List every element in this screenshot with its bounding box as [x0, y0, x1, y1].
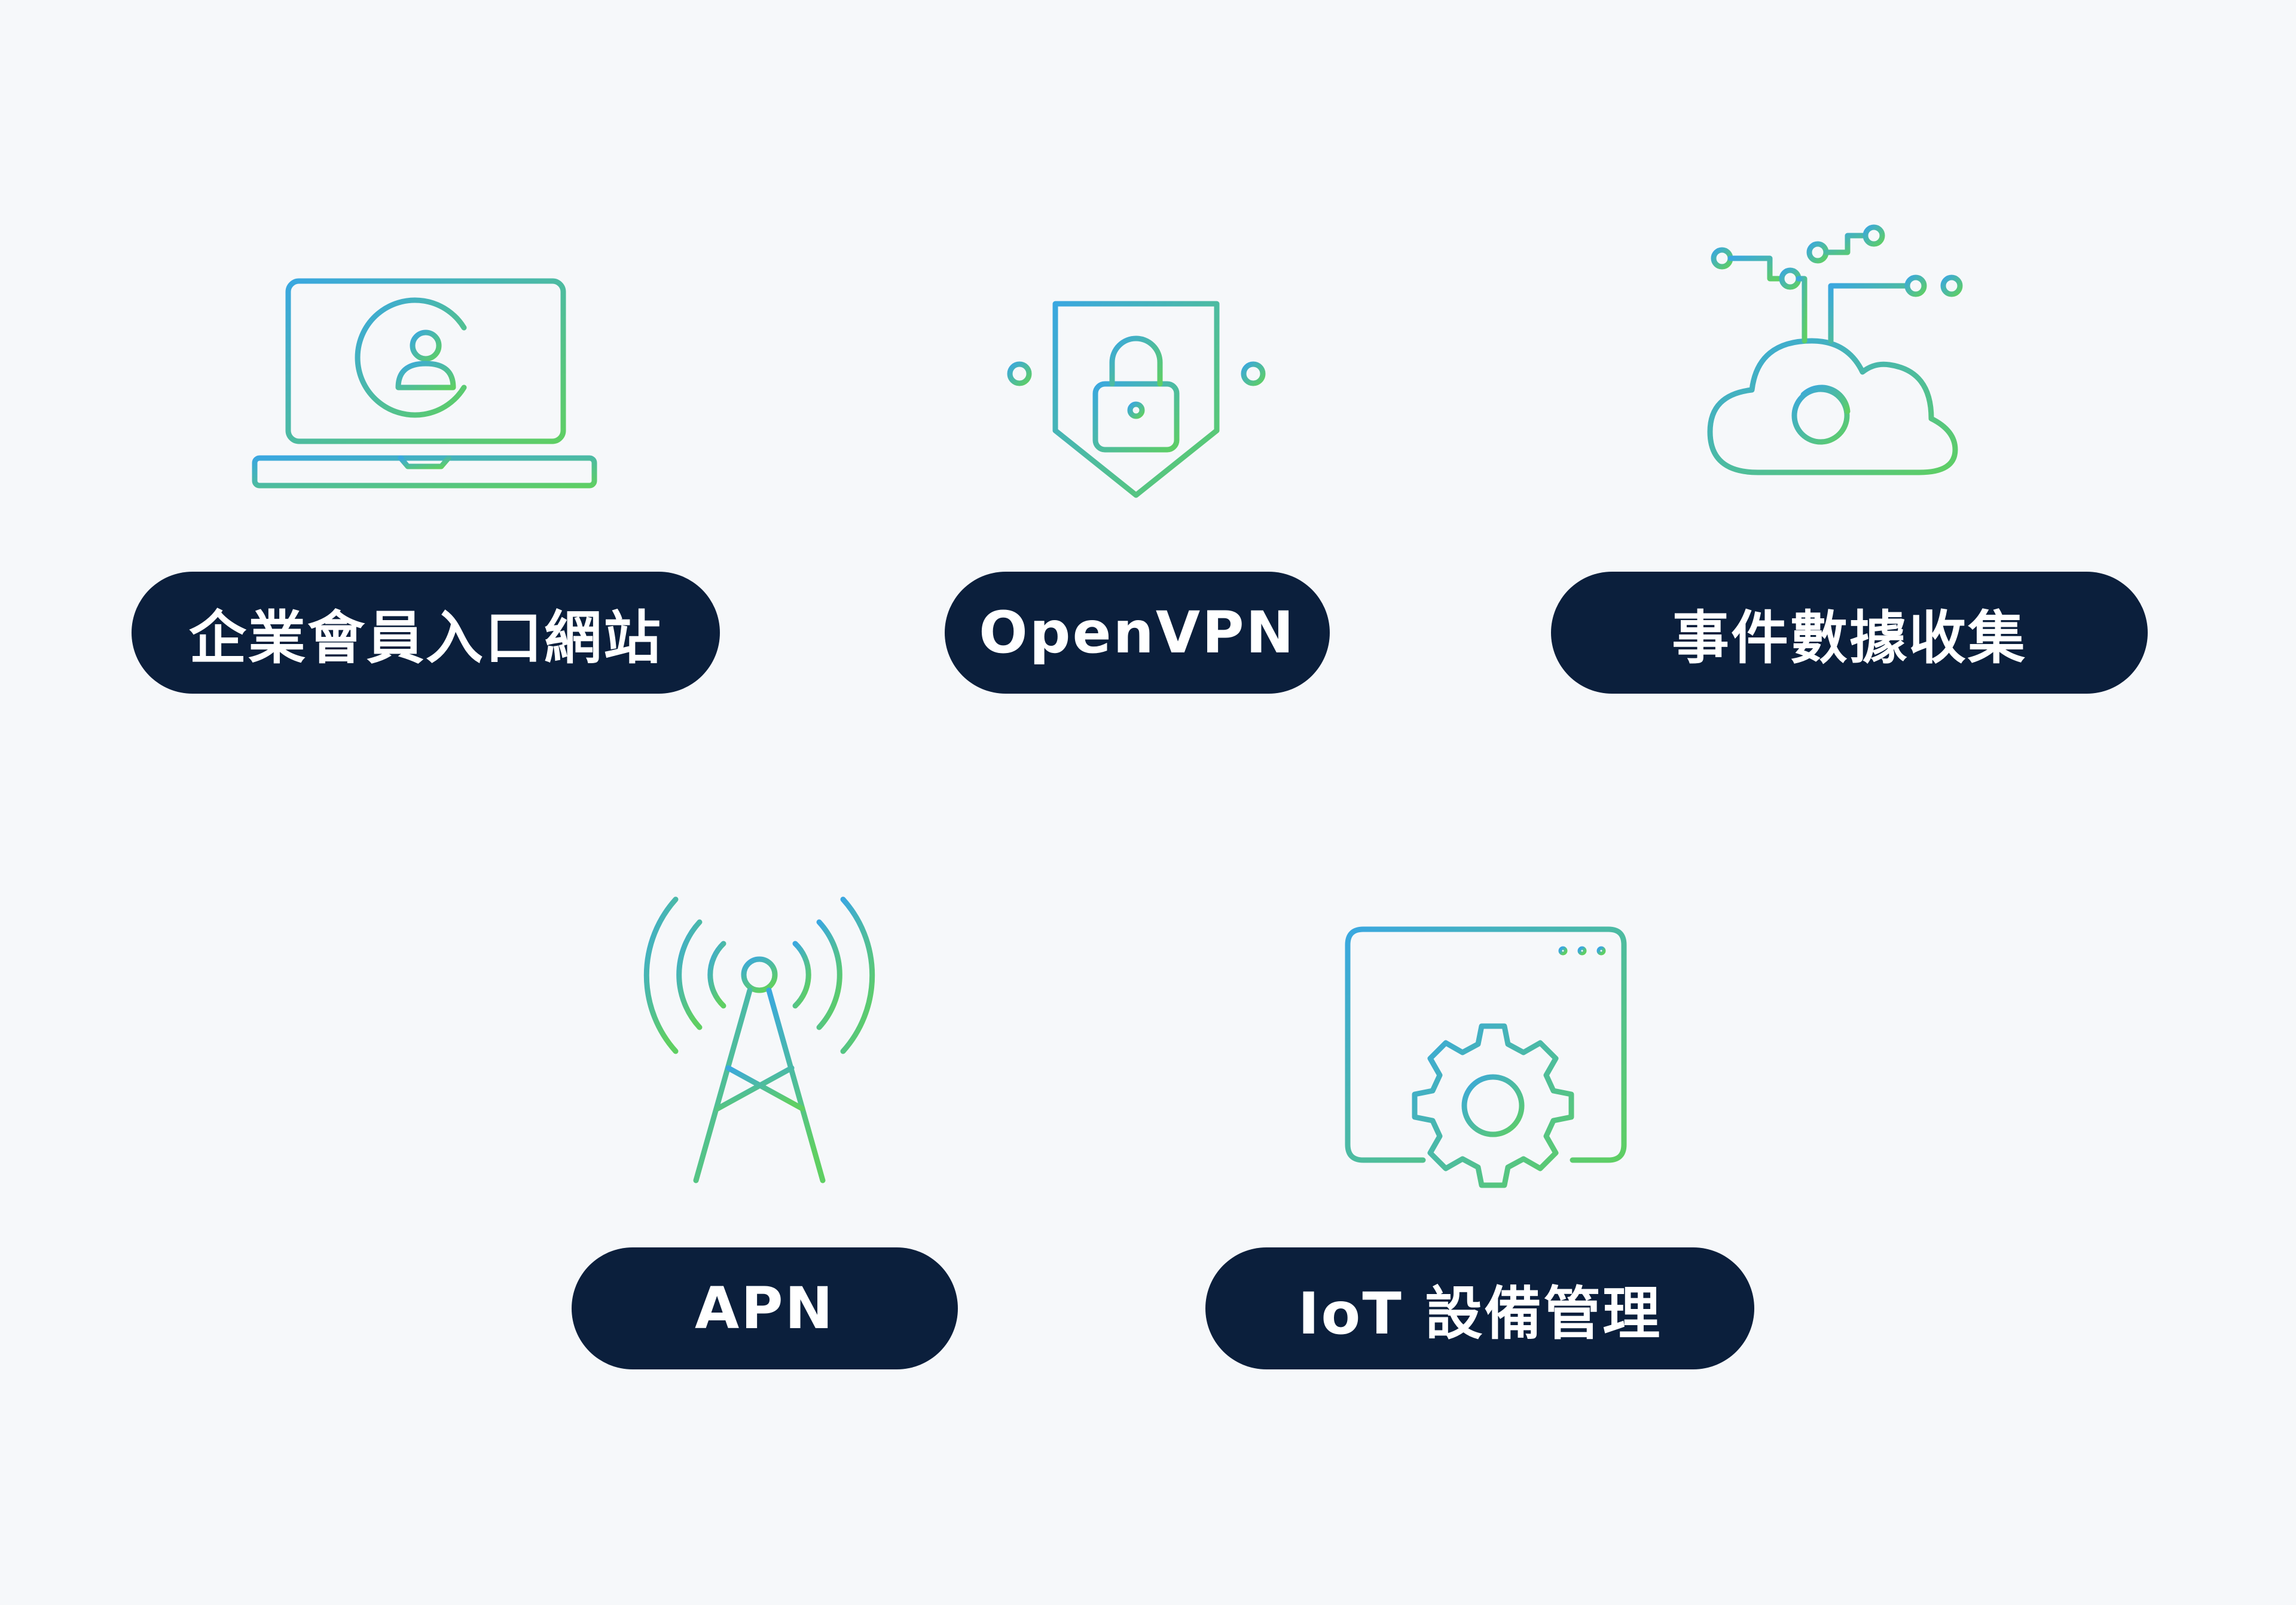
feature-label: 企業會員入口網站	[189, 604, 662, 672]
feature-label: IoT 設備管理	[1297, 1280, 1662, 1347]
feature-pill-apn: APN	[572, 1247, 958, 1369]
cloud-data-icon	[1672, 224, 2020, 475]
laptop-user-icon	[252, 278, 597, 489]
signal-tower-icon	[643, 896, 875, 1183]
feature-label: APN	[695, 1275, 835, 1342]
feature-pill-iot-management: IoT 設備管理	[1205, 1247, 1754, 1369]
feature-pill-event-data: 事件數據收集	[1551, 572, 2148, 694]
browser-gear-icon	[1345, 926, 1627, 1188]
feature-pill-member-portal: 企業會員入口網站	[132, 572, 720, 694]
feature-label: OpenVPN	[979, 599, 1296, 666]
shield-lock-icon	[961, 301, 1311, 498]
feature-label: 事件數據收集	[1672, 604, 2027, 672]
feature-pill-openvpn: OpenVPN	[945, 572, 1330, 694]
